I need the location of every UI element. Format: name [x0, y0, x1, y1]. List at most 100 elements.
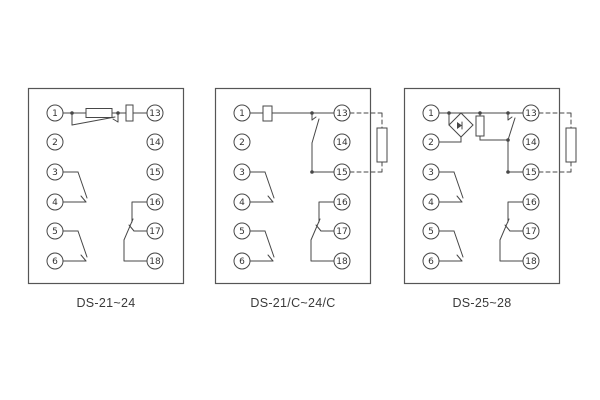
external-resistor: [565, 127, 577, 163]
terminals-right: 13 14 15 16 17 18: [333, 104, 351, 270]
contact-blades: [453, 116, 516, 262]
terminal-3-circle: [233, 163, 251, 181]
panel-border: [27, 87, 185, 285]
terminal-16-circle: [522, 193, 540, 211]
terminal-17-circle: [522, 222, 540, 240]
junction-dots: [447, 111, 510, 174]
component-vertical: [125, 104, 134, 122]
terminal-1-label: 1: [428, 109, 434, 119]
contact-blades: [71, 116, 135, 262]
panel-border: [214, 87, 372, 285]
terminal-6-circle: [233, 252, 251, 270]
terminal-18-circle: [146, 252, 164, 270]
terminal-1-circle: [46, 104, 64, 122]
terminal-5-label: 5: [239, 227, 245, 237]
junction-dots: [310, 111, 314, 174]
terminal-17-circle: [146, 222, 164, 240]
terminal-13-label: 13: [149, 109, 160, 119]
terminal-2-label: 2: [428, 138, 434, 148]
terminals-right: 13 14 15 16 17 18: [522, 104, 540, 270]
panel-ds-21c-24c: 1 2 3 4 5 6 13 14 15 16 17 18: [214, 87, 400, 328]
terminal-16-label: 16: [149, 198, 161, 208]
terminal-16-circle: [333, 193, 351, 211]
connection-wires: [249, 112, 335, 262]
terminal-13-circle: [146, 104, 164, 122]
terminal-4-label: 4: [52, 198, 58, 208]
terminal-17-label: 17: [336, 227, 347, 237]
terminal-3-label: 3: [428, 168, 434, 178]
terminals-left: 1 2 3 4 5 6: [233, 104, 251, 270]
external-resistor-wires: [349, 112, 383, 173]
terminal-13-label: 13: [336, 109, 347, 119]
external-resistor: [376, 127, 388, 163]
terminal-18-circle: [333, 252, 351, 270]
terminal-5-label: 5: [428, 227, 434, 237]
terminal-6-label: 6: [52, 257, 58, 267]
terminal-3-circle: [422, 163, 440, 181]
panel-ds-25-28: 1 2 3 4 5 6 13 14 15 16 17 18: [403, 87, 589, 328]
terminal-1-circle: [422, 104, 440, 122]
terminal-1-label: 1: [52, 109, 58, 119]
terminal-2-circle: [233, 133, 251, 151]
terminal-3-circle: [46, 163, 64, 181]
contact-blades: [264, 116, 322, 262]
terminal-2-label: 2: [239, 138, 245, 148]
terminal-16-circle: [146, 193, 164, 211]
terminal-4-label: 4: [239, 198, 245, 208]
terminal-6-label: 6: [239, 257, 245, 267]
terminal-14-label: 14: [525, 138, 537, 148]
terminals-left: 1 2 3 4 5 6: [422, 104, 440, 270]
panel-caption: DS-25~28: [452, 296, 512, 310]
circuit-svg: 1 2 3 4 5 6 13 14 15 16 17 18: [214, 87, 388, 285]
terminal-18-label: 18: [336, 257, 348, 267]
terminals-left: 1 2 3 4 5 6: [46, 104, 64, 270]
terminal-5-circle: [46, 222, 64, 240]
terminal-4-circle: [422, 193, 440, 211]
terminal-6-circle: [422, 252, 440, 270]
terminal-13-label: 13: [525, 109, 536, 119]
terminal-4-circle: [46, 193, 64, 211]
terminal-14-label: 14: [149, 138, 161, 148]
resistor-vertical: [475, 115, 485, 137]
terminal-15-circle: [333, 163, 351, 181]
terminal-4-circle: [233, 193, 251, 211]
terminal-14-label: 14: [336, 138, 348, 148]
terminal-5-label: 5: [52, 227, 58, 237]
terminal-5-circle: [422, 222, 440, 240]
terminal-15-label: 15: [336, 168, 347, 178]
resistor-horizontal: [85, 108, 113, 118]
terminal-1-label: 1: [239, 109, 245, 119]
junction-dots: [70, 111, 120, 115]
terminal-14-circle: [333, 133, 351, 151]
terminal-16-label: 16: [525, 198, 537, 208]
terminal-15-label: 15: [525, 168, 536, 178]
diode-icon: [457, 121, 463, 130]
terminal-3-label: 3: [52, 168, 58, 178]
terminal-6-label: 6: [428, 257, 434, 267]
panel-caption: DS-21/C~24/C: [250, 296, 336, 310]
terminal-2-label: 2: [52, 138, 58, 148]
terminal-18-label: 18: [149, 257, 161, 267]
panel-ds-21-24: 1 2 3 4 5 6 13 14 15 16 17 18: [27, 87, 213, 328]
external-resistor-wires: [538, 112, 572, 173]
terminal-15-circle: [146, 163, 164, 181]
terminal-18-circle: [522, 252, 540, 270]
terminal-3-label: 3: [239, 168, 245, 178]
terminal-17-circle: [333, 222, 351, 240]
terminal-14-circle: [522, 133, 540, 151]
connection-wires: [62, 112, 148, 262]
terminal-6-circle: [46, 252, 64, 270]
circuit-svg: 1 2 3 4 5 6 13 14 15 16 17 18: [403, 87, 577, 285]
terminal-18-label: 18: [525, 257, 537, 267]
terminal-13-circle: [522, 104, 540, 122]
circuit-svg: 1 2 3 4 5 6 13 14 15 16 17 18: [27, 87, 185, 285]
resistor-block: [262, 105, 273, 122]
terminals-right: 13 14 15 16 17 18: [146, 104, 164, 270]
terminal-17-label: 17: [149, 227, 160, 237]
panel-border: [403, 87, 561, 285]
terminal-14-circle: [146, 133, 164, 151]
terminal-13-circle: [333, 104, 351, 122]
terminal-15-circle: [522, 163, 540, 181]
terminal-16-label: 16: [336, 198, 348, 208]
